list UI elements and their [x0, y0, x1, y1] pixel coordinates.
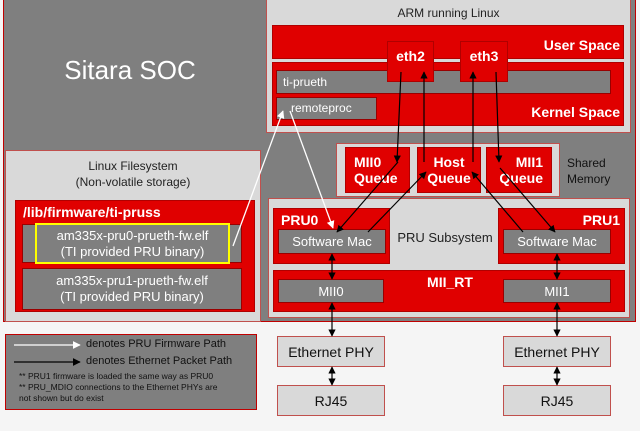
eth2-interface: eth2 — [387, 41, 434, 82]
kernel-space-label: Kernel Space — [531, 104, 620, 120]
firmware-file-pru0[interactable]: am335x-pru0-prueth-fw.elf (TI provided P… — [35, 223, 230, 264]
firmware-file-pru1-name: am335x-pru1-prueth-fw.elf — [56, 273, 208, 288]
mii0-queue-line1: MII0 — [354, 154, 382, 170]
legend-note-3: not shown but do exist — [19, 393, 104, 403]
pru1-label: PRU1 — [582, 212, 620, 228]
filesystem-title-line1: Linux Filesystem — [88, 159, 178, 173]
mii1-queue-line1: MII1 — [515, 154, 543, 170]
shared-memory-label: Shared Memory — [567, 155, 610, 187]
host-queue-line1: Host — [433, 154, 465, 170]
rj45-1: RJ45 — [503, 385, 611, 416]
firmware-file-pru1[interactable]: am335x-pru1-prueth-fw.elf (TI provided P… — [22, 268, 242, 310]
mii1-port: MII1 — [503, 279, 611, 303]
pru0-label: PRU0 — [281, 212, 319, 228]
arm-title: ARM running Linux — [397, 6, 500, 20]
user-space-label: User Space — [543, 37, 620, 53]
shared-memory-label-line2: Memory — [567, 172, 611, 186]
shared-memory-label-line1: Shared — [567, 156, 606, 170]
firmware-file-pru1-desc: (TI provided PRU binary) — [60, 289, 204, 304]
firmware-folder-path: /lib/firmware/ti-pruss — [23, 204, 161, 220]
filesystem-title: Linux Filesystem (Non-volatile storage) — [5, 158, 261, 190]
mii0-queue: MII0 Queue — [345, 147, 410, 193]
host-queue: Host Queue — [417, 147, 481, 193]
mii0-port: MII0 — [278, 279, 384, 303]
pru1-software-mac: Software Mac — [503, 229, 611, 254]
host-queue-line2: Queue — [427, 170, 471, 186]
legend-note-1: ** PRU1 firmware is loaded the same way … — [19, 371, 214, 381]
mii1-queue-line2: Queue — [499, 170, 543, 186]
mii0-queue-line2: Queue — [354, 170, 398, 186]
soc-title: Sitara SOC — [64, 55, 196, 85]
filesystem-title-line2: (Non-volatile storage) — [75, 175, 191, 189]
mii1-queue: MII1 Queue — [486, 147, 552, 193]
eth3-interface: eth3 — [460, 41, 508, 82]
firmware-file-pru0-name: am335x-pru0-prueth-fw.elf — [56, 227, 209, 243]
rj45-0: RJ45 — [277, 385, 385, 416]
legend-box — [5, 334, 257, 410]
legend-black-arrow-text: denotes Ethernet Packet Path — [86, 355, 233, 367]
legend-white-arrow-text: denotes PRU Firmware Path — [86, 338, 226, 350]
firmware-file-pru0-desc: (TI provided PRU binary) — [60, 243, 205, 259]
pru-subsystem-title: PRU Subsystem — [397, 230, 493, 245]
user-space-block — [272, 25, 624, 59]
ethernet-phy-1: Ethernet PHY — [503, 336, 611, 367]
ti-prueth-driver: ti-prueth — [276, 70, 611, 94]
legend-note-2: ** PRU_MDIO connections to the Ethernet … — [19, 382, 218, 392]
mii-rt-label: MII_RT — [427, 274, 473, 290]
pru0-software-mac: Software Mac — [278, 229, 386, 254]
ethernet-phy-0: Ethernet PHY — [277, 336, 385, 367]
remoteproc-driver: remoteproc — [276, 97, 377, 120]
